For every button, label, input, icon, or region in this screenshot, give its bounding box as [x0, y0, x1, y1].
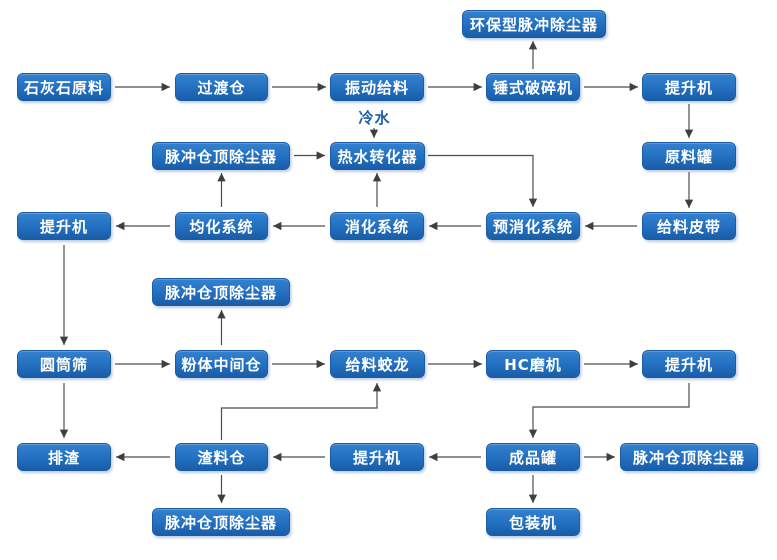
- node-eco-pulse-dust-collector: 环保型脉冲除尘器: [462, 10, 606, 38]
- node-pre-digestion-system: 预消化系统: [486, 212, 580, 240]
- node-homogenization-system: 均化系统: [175, 212, 268, 240]
- node-pulse-top-dust-collector-1: 脉冲仓顶除尘器: [152, 142, 290, 170]
- node-elevator-4: 提升机: [330, 443, 424, 471]
- node-elevator-3: 提升机: [642, 350, 736, 378]
- node-pulse-top-dust-collector-3: 脉冲仓顶除尘器: [620, 443, 758, 471]
- node-pulse-top-dust-collector-4: 脉冲仓顶除尘器: [152, 508, 290, 536]
- node-drum-screen: 圆筒筛: [17, 350, 111, 378]
- node-powder-intermediate-bin: 粉体中间仓: [175, 350, 268, 378]
- node-elevator-2: 提升机: [17, 212, 111, 240]
- node-feeding-screw: 给料蛟龙: [330, 350, 425, 378]
- node-transition-bin: 过渡仓: [175, 73, 268, 101]
- node-feeding-belt: 给料皮带: [642, 212, 736, 240]
- node-slag-discharge: 排渣: [17, 443, 111, 471]
- node-raw-material-tank: 原料罐: [642, 142, 736, 170]
- node-finished-product-tank: 成品罐: [486, 443, 580, 471]
- node-digestion-system: 消化系统: [330, 212, 424, 240]
- cold-water-label: 冷水: [358, 109, 391, 127]
- node-slag-bin: 渣料仓: [175, 443, 268, 471]
- node-hammer-crusher: 锤式破碎机: [486, 73, 580, 101]
- node-vibration-feeder: 振动给料: [330, 73, 424, 101]
- node-hot-water-converter: 热水转化器: [330, 142, 425, 170]
- node-packing-machine: 包装机: [486, 508, 580, 536]
- node-elevator-1: 提升机: [642, 73, 736, 101]
- node-hc-mill: HC磨机: [486, 350, 580, 378]
- node-pulse-top-dust-collector-2: 脉冲仓顶除尘器: [152, 278, 290, 306]
- node-limestone-raw: 石灰石原料: [17, 73, 111, 101]
